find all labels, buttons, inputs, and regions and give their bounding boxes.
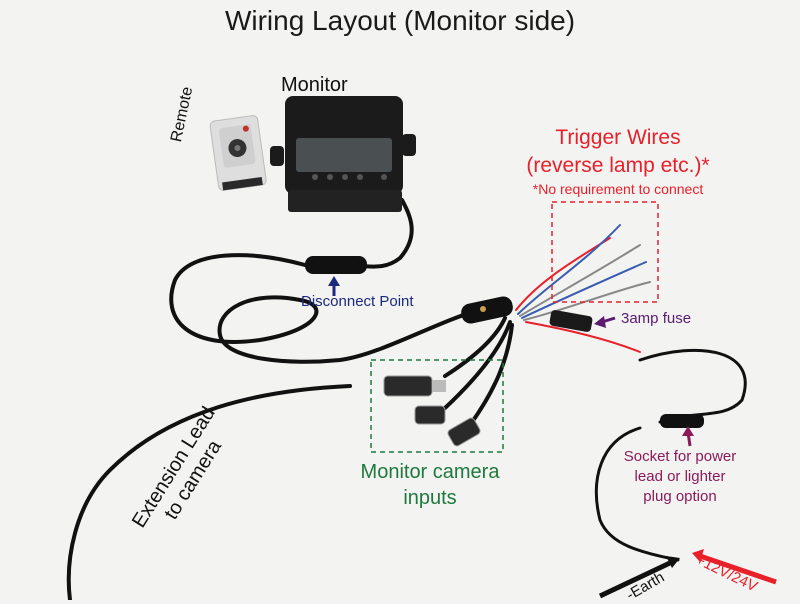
camera-inputs-box — [370, 359, 504, 453]
fuse-arrow-icon — [594, 316, 616, 328]
socket-arrow-icon — [682, 426, 694, 447]
socket-label-line2: lead or lighter — [634, 468, 726, 485]
extension-lead-cable — [66, 384, 352, 600]
monitor-icon — [270, 96, 416, 212]
monitor-label: Monitor — [281, 74, 348, 96]
disconnect-point-label: Disconnect Point — [301, 293, 414, 310]
remote-control-icon — [209, 115, 267, 191]
disconnect-arrow-icon — [328, 276, 340, 296]
camera-inputs-label-line1: Monitor camera — [360, 461, 500, 483]
power-lead-cable — [594, 426, 680, 562]
socket-label-line3: plug option — [643, 488, 717, 505]
connector-icon — [305, 256, 704, 447]
trigger-wires — [515, 224, 651, 353]
harness-cable-3 — [468, 323, 514, 427]
trigger-wires-note: *No requirement to connect — [532, 181, 704, 197]
power-cable — [638, 348, 747, 424]
socket-label-line1: Socket for power — [623, 448, 737, 465]
harness-cable-2 — [443, 320, 512, 410]
voltage-arrow-icon — [692, 549, 777, 585]
monitor-cable — [356, 198, 414, 269]
trigger-wires-subtitle: (reverse lamp etc.)* — [526, 154, 710, 177]
camera-inputs-label-line2: inputs — [403, 487, 457, 509]
trigger-wires-title: Trigger Wires — [555, 126, 681, 149]
fuse-label: 3amp fuse — [621, 310, 692, 327]
fuse-icon — [549, 310, 593, 332]
monitor-loop-cable — [169, 253, 482, 364]
trigger-wires-box — [551, 201, 659, 303]
harness-cable-1 — [443, 316, 507, 378]
earth-arrow-icon — [598, 556, 680, 599]
page-title: Wiring Layout (Monitor side) — [224, 5, 576, 36]
